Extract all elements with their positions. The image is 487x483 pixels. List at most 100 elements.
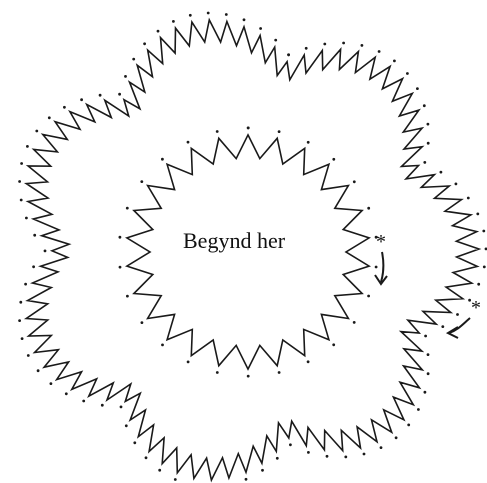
outer-vertex-dot (423, 104, 426, 107)
outer-vertex-dot (118, 93, 121, 96)
inner-vertex-dot (187, 361, 190, 364)
outer-vertex-dot (172, 20, 175, 23)
inner-vertex-dot (375, 266, 378, 269)
inner-vertex-dot (161, 344, 164, 347)
outer-vertex-dot (120, 406, 123, 409)
outer-vertex-dot (417, 408, 420, 411)
inner-vertex-dot (353, 180, 356, 183)
outer-vertex-dot (125, 424, 128, 427)
outer-vertex-dot (20, 162, 23, 165)
outer-vertex-dot (482, 230, 485, 233)
inner-vertex-dot (353, 321, 356, 324)
inner-vertex-dot (140, 180, 143, 183)
outer-vertex-dot (124, 75, 127, 78)
outer-vertex-dot (174, 478, 177, 481)
outer-vertex-dot (243, 18, 246, 21)
outer-vertex-dot (467, 197, 470, 200)
outer-vertex-dot (158, 469, 161, 472)
outer-vertex-dot (455, 183, 458, 186)
outer-vertex-dot (19, 301, 22, 304)
outer-vertex-dot (483, 266, 486, 269)
outer-vertex-dot (143, 42, 146, 45)
inner-vertex-dot (307, 360, 310, 363)
outer-vertex-dot (406, 72, 409, 75)
outer-vertex-dot (99, 94, 102, 97)
inner-vertex-dot (161, 158, 164, 161)
outer-vertex-dot (395, 436, 398, 439)
outer-vertex-dot (276, 457, 279, 460)
outer-vertex-dot (427, 142, 430, 145)
inner-vertex-dot (126, 295, 129, 298)
outer-vertex-dot (424, 335, 427, 338)
outer-vertex-dot (326, 455, 329, 458)
outer-vertex-dot (407, 424, 410, 427)
outer-vertex-dot (133, 441, 136, 444)
outer-vertex-dot (427, 353, 430, 356)
outer-vertex-dot (37, 369, 40, 372)
arrow-left-head-icon (448, 327, 458, 338)
outer-vertex-dot (477, 283, 480, 286)
outer-vertex-dot (287, 53, 290, 56)
outer-vertex-dot (245, 478, 248, 481)
outer-vertex-dot (363, 453, 366, 456)
inner-vertex-dot (278, 371, 281, 374)
outer-vertex-dot (24, 283, 27, 286)
outer-vertex-dot (63, 106, 66, 109)
direction-arrows (375, 252, 470, 338)
outer-vertex-dot (26, 145, 29, 148)
outer-vertex-dot (416, 87, 419, 90)
inner-vertex-dot (119, 236, 122, 239)
inner-vertex-dot (307, 141, 310, 144)
outer-vertex-dot (378, 50, 381, 53)
outer-vertex-dot (274, 39, 277, 42)
outer-vertex-dot (44, 250, 47, 253)
outer-vertex-dot (189, 14, 192, 17)
outer-vertex-dot (456, 313, 459, 316)
outer-vertex-dot (207, 12, 210, 15)
inner-vertex-dot (126, 207, 129, 210)
outer-vertex-dot (361, 44, 364, 47)
inner-vertex-dot (141, 321, 144, 324)
outer-vertex-dot (323, 43, 326, 46)
outer-vertex-dot (20, 199, 23, 202)
outer-vertex-dot (476, 213, 479, 216)
outer-vertex-dot (18, 319, 21, 322)
outer-vertex-dot (427, 123, 430, 126)
inner-vertex-dot (247, 127, 250, 130)
outer-vertex-dot (440, 171, 443, 174)
outer-vertex-dot (27, 354, 30, 357)
outer-vertex-dot (101, 404, 104, 407)
inner-vertex-dot (367, 207, 370, 210)
outer-vertex-dot (33, 234, 36, 237)
outer-vertex-dot (427, 372, 430, 375)
outer-vertex-dot (48, 116, 51, 119)
outer-vertex-dot (18, 180, 21, 183)
start-here-label: Begynd her (183, 228, 323, 254)
inner-vertex-dot (278, 130, 281, 133)
outer-vertex-dot (225, 13, 228, 16)
outer-vertex-dot (380, 446, 383, 449)
outer-vertex-dot (132, 58, 135, 61)
outer-vertex-dot (50, 382, 53, 385)
outer-vertex-dot (441, 325, 444, 328)
inner-vertex-dot (216, 371, 219, 374)
outer-vertex-dot (424, 391, 427, 394)
continue-marker-star: * (471, 298, 481, 318)
arrow-down-icon (381, 252, 383, 282)
outer-vertex-dot (259, 27, 262, 30)
outer-vertex-dot (65, 392, 68, 395)
outer-vertex-dot (344, 456, 347, 459)
outer-vertex-dot (32, 265, 35, 268)
start-marker-star: * (376, 232, 386, 252)
outer-vertex-dot (261, 469, 264, 472)
outer-vertex-dot (305, 47, 308, 50)
outer-vertex-dot (289, 443, 292, 446)
inner-vertex-dot (332, 158, 335, 161)
outer-vertex-dot (25, 217, 28, 220)
outer-vertex-dot (157, 30, 160, 33)
inner-vertex-dot (216, 130, 219, 133)
inner-vertex-dot (119, 266, 122, 269)
inner-vertex-dot (187, 141, 190, 144)
inner-vertex-dot (367, 295, 370, 298)
